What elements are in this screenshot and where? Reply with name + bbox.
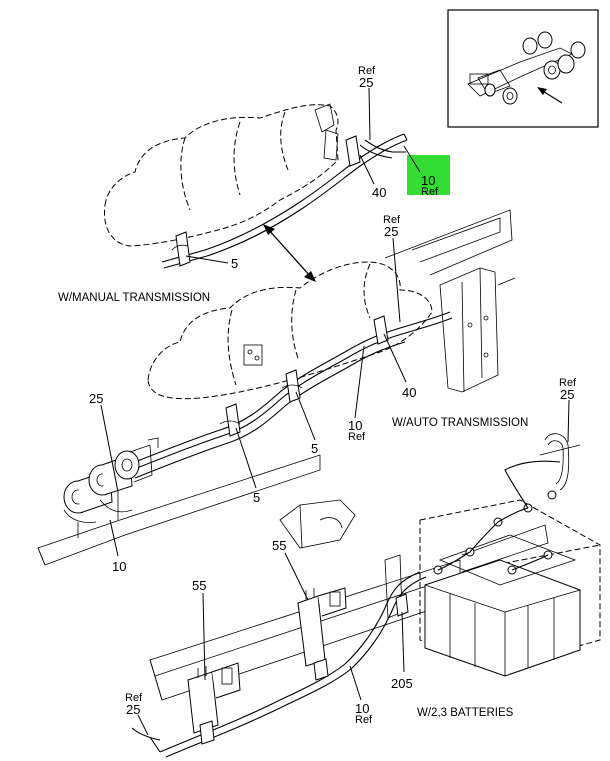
mounting-brackets [187, 554, 403, 734]
transmission-housing-dashed [103, 103, 339, 247]
callout-number: 5 [253, 490, 260, 505]
clip-top-left [171, 231, 191, 267]
callout-number: 5 [231, 256, 238, 271]
brake-module-cylinders [37, 437, 321, 566]
callout-number: 40 [372, 185, 386, 200]
callout-number: 55 [272, 538, 286, 553]
clips-bottom [199, 593, 409, 745]
vehicle-chassis-thumbnail [467, 31, 586, 105]
transmission-housing-mid-dashed [147, 261, 433, 400]
battery-tray-dashed [419, 499, 601, 671]
locator-arrow-icon [537, 87, 563, 104]
callout-number: 55 [192, 578, 206, 593]
callout-number: 25 [126, 702, 140, 717]
manual-transmission-view [103, 103, 408, 269]
auto-transmission-view [37, 209, 516, 566]
clip-top-right [345, 135, 361, 167]
callout-number: 205 [391, 676, 413, 691]
callout-number: 25 [560, 387, 574, 402]
callout-labels: Ref 25 40 10 Ref 5 Ref 25 40 10 Ref 5 5 … [89, 65, 577, 726]
callout-number: 40 [402, 385, 416, 400]
callout-ref-text: Ref [355, 714, 373, 726]
leader-lines [100, 87, 570, 736]
relation-double-arrow-icon [263, 224, 316, 282]
callout-number: 5 [311, 441, 318, 456]
battery-terminals-cables [433, 433, 581, 575]
callout-number: 25 [89, 391, 103, 406]
callout-number: 25 [384, 224, 398, 239]
battery-block [424, 534, 581, 677]
caption-manual-transmission: W/MANUAL TRANSMISSION [58, 292, 210, 304]
callout-number: 10 [355, 701, 369, 716]
cable-bottom [131, 571, 427, 758]
locator-inset [447, 9, 599, 128]
callout-number: 25 [359, 75, 373, 90]
callout-ref-text: Ref [358, 65, 376, 77]
callout-ref-text: Ref [421, 186, 439, 198]
callout-number: 10 [348, 418, 362, 433]
callout-ref-text: Ref [125, 692, 143, 704]
callout-ref-text: Ref [559, 377, 577, 389]
callout-ref-text: Ref [348, 431, 366, 443]
frame-rail-mid [384, 209, 516, 393]
callout-number: 10 [112, 559, 126, 574]
caption-auto-transmission: W/AUTO TRANSMISSION [392, 417, 528, 429]
caption-batteries: W/2,3 BATTERIES [417, 707, 514, 719]
battery-view [131, 433, 601, 758]
callout-number: 10 [421, 173, 435, 188]
cable-top [161, 133, 408, 269]
callout-ref-text: Ref [383, 214, 401, 226]
